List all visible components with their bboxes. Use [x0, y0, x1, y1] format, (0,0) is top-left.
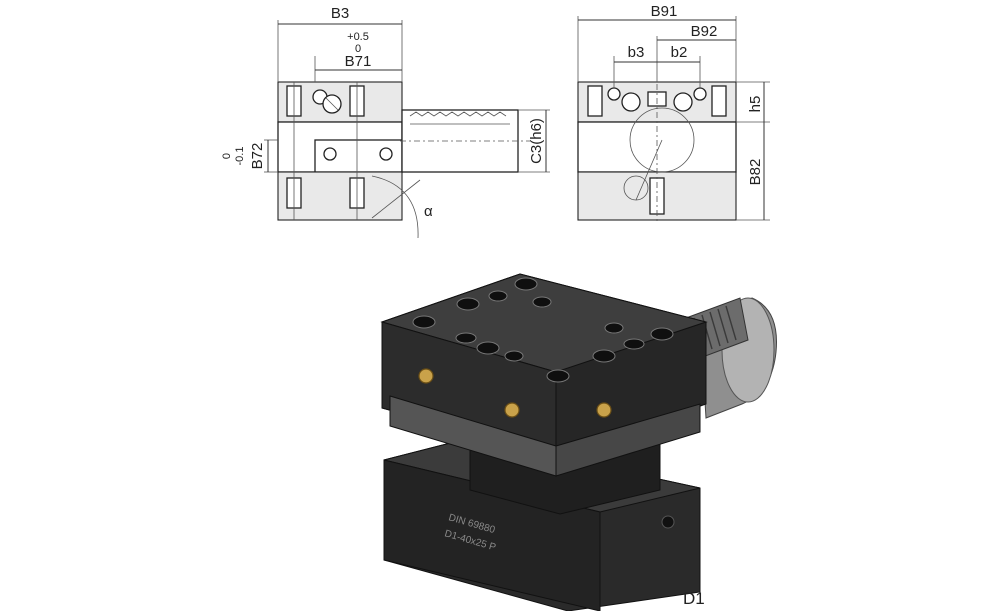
front-view-drawing: B91 B92 b3 b2 h5 B82	[577, 3, 770, 224]
front-shank-circle	[629, 107, 695, 173]
tolerance-zero: 0	[355, 43, 361, 55]
dim-b72: B72	[249, 143, 266, 170]
dim-b71: B71	[345, 53, 372, 70]
side-swing-arc	[371, 175, 419, 239]
side-shank	[400, 109, 530, 173]
tolerance-upper: +0.5	[347, 31, 369, 43]
dim-b82: B82	[747, 159, 764, 186]
dim-b3: B3	[331, 5, 349, 22]
photo-side-hole	[661, 515, 675, 529]
tolerance-b72-zero: 0	[221, 153, 233, 159]
side-view-drawing: α B3 +0.5 0 B71 B72 0 -0.1 C3(h6)	[221, 5, 550, 239]
front-pin-left	[607, 87, 621, 101]
angle-label: α	[424, 203, 433, 220]
dim-b3-small: b3	[628, 44, 645, 61]
front-bolt-left	[621, 92, 641, 112]
side-screws	[286, 82, 365, 220]
figure-label: D1	[683, 589, 705, 608]
dim-h5: h5	[747, 96, 764, 113]
photo-top-holes	[412, 277, 674, 383]
dim-b91: B91	[651, 3, 678, 20]
tolerance-b72-minus: -0.1	[234, 147, 246, 166]
side-hole-left	[323, 147, 337, 161]
front-bolt-right	[673, 92, 693, 112]
dim-b92: B92	[691, 23, 718, 40]
photo-brass-inserts	[418, 368, 612, 418]
product-photo: DIN 69880 D1-40x25 P	[380, 273, 777, 611]
dim-c3: C3(h6)	[528, 118, 545, 164]
front-pin-right	[693, 87, 707, 101]
side-hole-right	[379, 147, 393, 161]
dim-b2-small: b2	[671, 44, 688, 61]
